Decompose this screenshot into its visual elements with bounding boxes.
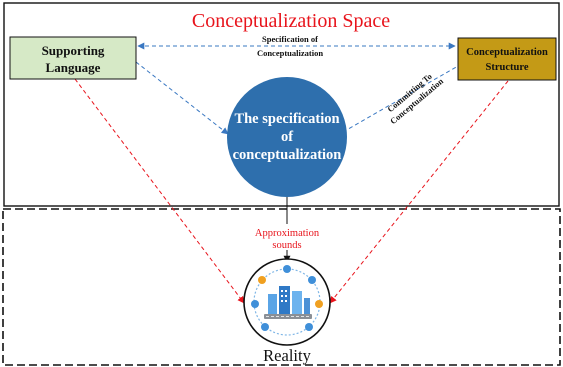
- diagram-title: Conceptualization Space: [192, 10, 390, 32]
- approximation-label-line2: sounds: [272, 240, 301, 251]
- supporting-language-label-line2: Language: [46, 60, 101, 75]
- supporting-to-reality-edge: [74, 78, 245, 304]
- city-network-icon: [251, 265, 323, 336]
- reality-space-frame: [2, 208, 561, 366]
- conceptualization-structure-label-line2: Structure: [486, 62, 529, 73]
- center-node-label-line2: of: [281, 129, 293, 145]
- specification-edge-label-line1: Specification of: [262, 34, 318, 44]
- structure-to-reality-edge: [329, 80, 509, 304]
- center-node-label-line1: The specification: [234, 111, 339, 127]
- approximation-label-line1: Approximation: [255, 228, 320, 239]
- conceptualization-space-frame: [3, 2, 560, 207]
- conceptualization-structure-label-line1: Conceptualization: [466, 47, 548, 58]
- center-to-structure-edge: [342, 65, 459, 133]
- center-node-label-line3: conceptualization: [233, 147, 342, 163]
- specification-center-node: [227, 77, 347, 197]
- supporting-language-label-line1: Supporting: [42, 43, 105, 58]
- reality-label: Reality: [263, 346, 311, 365]
- supporting-language-node: [9, 36, 137, 80]
- specification-edge-label-line2: Conceptualization: [257, 48, 323, 58]
- conceptualization-structure-node: [457, 37, 557, 81]
- supporting-to-center-edge: [135, 61, 229, 135]
- reality-node: [243, 258, 331, 346]
